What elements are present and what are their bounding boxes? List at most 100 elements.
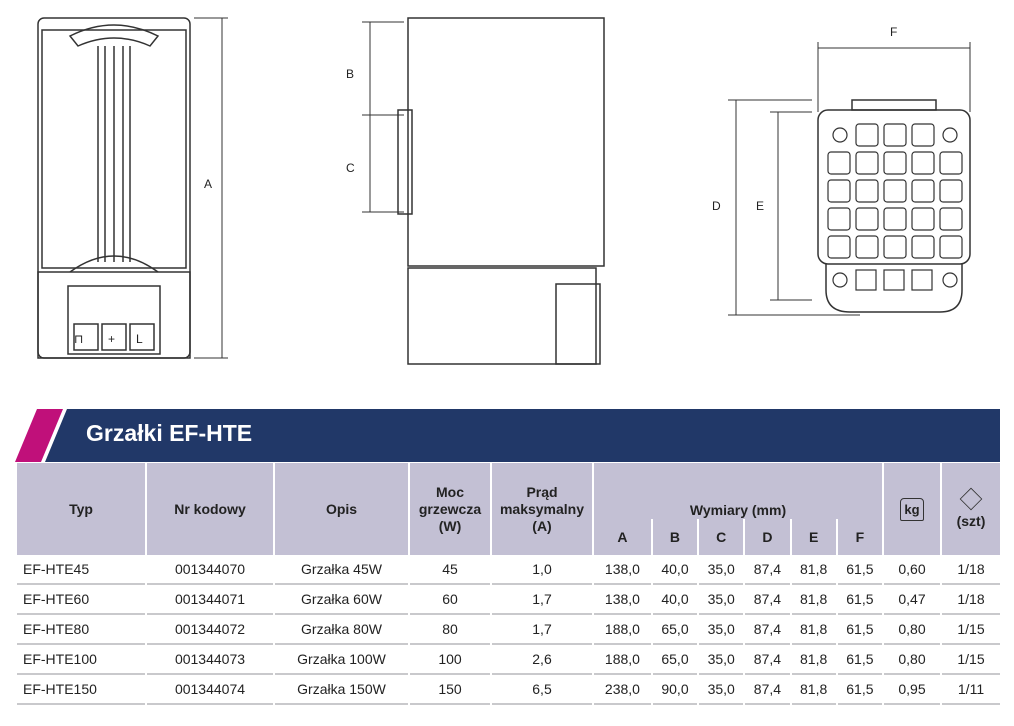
table-cell: 1/15: [942, 645, 1000, 675]
table-cell: EF-HTE45: [17, 555, 145, 585]
table-cell: 87,4: [745, 675, 790, 705]
table-cell: 61,5: [837, 555, 882, 585]
box-icon: [959, 487, 983, 510]
side-view-drawing: [362, 17, 605, 365]
table-cell: 1/18: [942, 555, 1000, 585]
table-cell: 001344073: [147, 645, 273, 675]
table-cell: EF-HTE60: [17, 585, 145, 615]
header-nr: Nr kodowy: [147, 463, 273, 555]
table-cell: 87,4: [745, 585, 790, 615]
table-cell: 1/11: [942, 675, 1000, 705]
table-cell: 1/18: [942, 585, 1000, 615]
table-cell: 81,8: [791, 675, 836, 705]
table-cell: 61,5: [837, 645, 882, 675]
header-dim-c: C: [699, 519, 744, 555]
terminal-n-label: ⊓: [74, 332, 83, 346]
table-cell: 35,0: [699, 585, 744, 615]
header-dim-f: F: [837, 519, 882, 555]
table-cell: 1,0: [492, 555, 592, 585]
table-cell: 188,0: [594, 615, 651, 645]
table-cell: 001344071: [147, 585, 273, 615]
dim-a-label: A: [204, 177, 212, 191]
top-view-drawing: [728, 42, 971, 316]
table-cell: 0,95: [884, 675, 940, 705]
table-cell: 40,0: [652, 585, 698, 615]
dim-c-label: C: [346, 161, 355, 175]
table-cell: 65,0: [652, 645, 698, 675]
table-cell: 6,5: [492, 675, 592, 705]
table-cell: 40,0: [652, 555, 698, 585]
table-cell: 81,8: [791, 585, 836, 615]
table-cell: Grzałka 45W: [275, 555, 408, 585]
table-cell: 61,5: [837, 675, 882, 705]
dim-f-label: F: [890, 25, 897, 39]
table-cell: 150: [410, 675, 490, 705]
table-cell: 001344070: [147, 555, 273, 585]
table-cell: 87,4: [745, 555, 790, 585]
table-cell: 100: [410, 645, 490, 675]
table-cell: EF-HTE80: [17, 615, 145, 645]
header-dim-e: E: [791, 519, 836, 555]
header-moc: Moc grzewcza (W): [410, 463, 490, 555]
terminal-l-label: L: [136, 332, 143, 346]
table-cell: 238,0: [594, 675, 651, 705]
table-cell: 1,7: [492, 615, 592, 645]
table-cell: 0,80: [884, 645, 940, 675]
dim-b-label: B: [346, 67, 354, 81]
dim-e-label: E: [756, 199, 764, 213]
table-cell: 2,6: [492, 645, 592, 675]
table-cell: 80: [410, 615, 490, 645]
table-cell: EF-HTE100: [17, 645, 145, 675]
header-dim-d: D: [745, 519, 790, 555]
table-cell: 81,8: [791, 645, 836, 675]
header-opis: Opis: [275, 463, 408, 555]
technical-drawings: ⊓ + L A B C F D E: [37, 17, 971, 365]
table-cell: 001344072: [147, 615, 273, 645]
header-weight: kg: [884, 463, 940, 555]
table-cell: EF-HTE150: [17, 675, 145, 705]
table-cell: 1/15: [942, 615, 1000, 645]
pack-unit-label: (szt): [956, 512, 986, 529]
header-pack: (szt): [942, 463, 1000, 555]
table-cell: 87,4: [745, 615, 790, 645]
table-cell: 45: [410, 555, 490, 585]
section-title: Grzałki EF-HTE: [86, 420, 253, 446]
table-cell: 0,47: [884, 585, 940, 615]
table-cell: 188,0: [594, 645, 651, 675]
header-wymiary: Wymiary (mm): [594, 463, 882, 519]
table-cell: 35,0: [699, 555, 744, 585]
table-cell: Grzałka 60W: [275, 585, 408, 615]
table-cell: 81,8: [791, 555, 836, 585]
table-cell: 35,0: [699, 615, 744, 645]
table-cell: 65,0: [652, 615, 698, 645]
table-cell: Grzałka 150W: [275, 675, 408, 705]
table-cell: 60: [410, 585, 490, 615]
table-cell: 138,0: [594, 555, 651, 585]
table-cell: 1,7: [492, 585, 592, 615]
table-cell: 87,4: [745, 645, 790, 675]
table-cell: 0,80: [884, 615, 940, 645]
table-cell: 0,60: [884, 555, 940, 585]
table-cell: 61,5: [837, 585, 882, 615]
table-cell: Grzałka 80W: [275, 615, 408, 645]
section-banner: [15, 409, 1000, 462]
table-cell: 90,0: [652, 675, 698, 705]
table-cell: 35,0: [699, 645, 744, 675]
table-cell: 138,0: [594, 585, 651, 615]
table-cell: Grzałka 100W: [275, 645, 408, 675]
dim-d-label: D: [712, 199, 721, 213]
header-dim-a: A: [594, 519, 651, 555]
weight-icon: kg: [900, 497, 924, 521]
front-view-drawing: [37, 17, 228, 359]
header-typ: Typ: [17, 463, 145, 555]
table-cell: 001344074: [147, 675, 273, 705]
terminal-plus-label: +: [108, 332, 115, 346]
header-dim-b: B: [652, 519, 698, 555]
table-cell: 35,0: [699, 675, 744, 705]
table-cell: 61,5: [837, 615, 882, 645]
